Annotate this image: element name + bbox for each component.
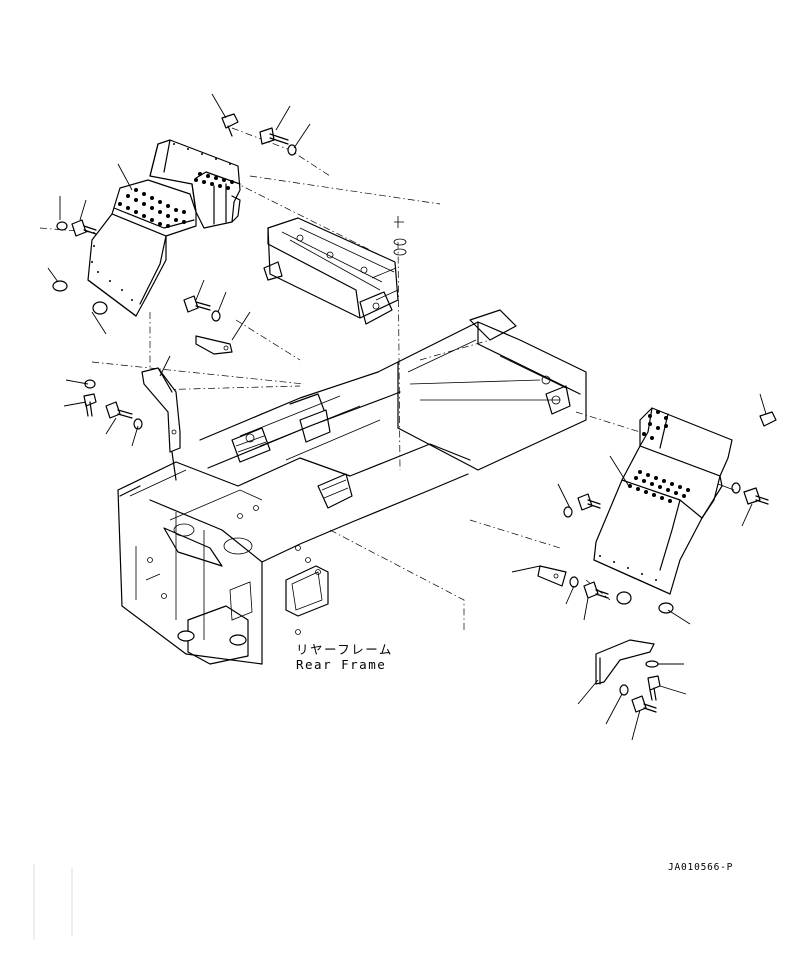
drawing-code: JA010566-P bbox=[668, 862, 734, 873]
rear-frame-label-japanese: リヤーフレーム bbox=[296, 642, 393, 657]
right-step bbox=[593, 407, 733, 595]
rear-frame-label: リヤーフレーム Rear Frame bbox=[296, 642, 393, 672]
left-step bbox=[87, 139, 241, 317]
leader-lines bbox=[47, 93, 767, 741]
brackets bbox=[141, 335, 655, 685]
scan-artifacts bbox=[33, 864, 73, 940]
fasteners bbox=[52, 113, 777, 713]
rear-frame bbox=[117, 217, 587, 665]
rear-frame-label-english: Rear Frame bbox=[296, 657, 387, 672]
